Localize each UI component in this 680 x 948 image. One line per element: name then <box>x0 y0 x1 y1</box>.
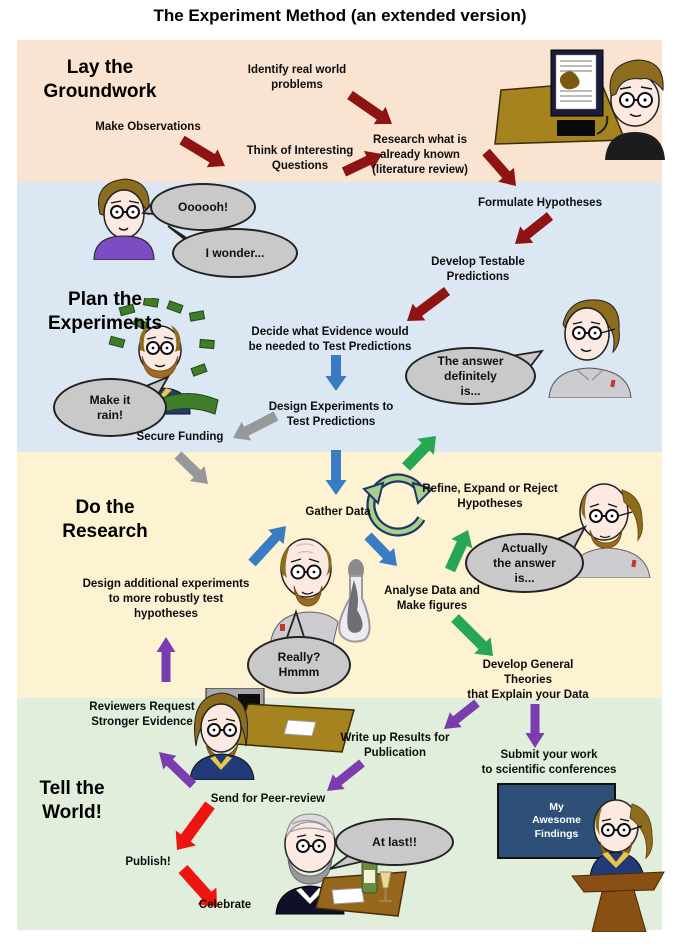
ink-splat <box>559 71 580 90</box>
speech-bubble-actually-answer: Actually the answer is... <box>465 533 584 593</box>
bottle-label <box>364 870 375 883</box>
step-secure-funding: Secure Funding <box>136 431 224 443</box>
papers <box>331 887 365 905</box>
podium-top <box>571 871 665 893</box>
step-analyse-data: Analyse Data and Make figures <box>384 585 480 612</box>
step-research-known: Research what is already known (literatu… <box>372 134 468 176</box>
celebration-scene <box>275 813 407 917</box>
purple-shirt <box>93 235 155 260</box>
step-gather-data: Gather Data <box>305 506 371 518</box>
speech-bubble-answer-definitely: The answer definitely is... <box>405 347 536 405</box>
stubborn-scientist <box>567 483 651 578</box>
beard <box>293 585 323 607</box>
reader-shirt <box>605 132 665 160</box>
step-peer-review: Send for Peer-review <box>210 793 326 805</box>
hair-right <box>324 546 332 576</box>
speech-bubble-really-hmmm: Really? Hmmm <box>247 636 351 694</box>
step-decide-evidence: Decide what Evidence would be needed to … <box>248 326 412 353</box>
section-label-tell: Tell the World! <box>39 778 105 823</box>
beard <box>589 529 623 549</box>
step-submit-conferences: Submit your work to scientific conferenc… <box>481 749 617 776</box>
speech-bubble-at-last: At last!! <box>335 818 454 866</box>
pocket-badge <box>280 624 285 631</box>
step-publish: Publish! <box>125 856 171 868</box>
step-testable-predictions: Develop Testable Predictions <box>431 256 525 283</box>
hair-left <box>139 325 149 352</box>
keyboard <box>557 120 595 136</box>
step-design-experiments: Design Experiments to Test Predictions <box>268 401 394 428</box>
pocket-pen <box>610 379 616 388</box>
champagne-flute <box>379 871 392 889</box>
step-refine-hypotheses: Refine, Expand or Reject Hypotheses <box>422 483 558 510</box>
conference-presenter <box>571 799 665 932</box>
pocket-pen <box>631 559 637 568</box>
step-celebrate: Celebrate <box>198 899 252 911</box>
reading-at-computer-scene <box>494 49 665 160</box>
lab-scientist-with-flask <box>269 538 371 648</box>
curious-student <box>93 178 155 260</box>
hair-right <box>171 325 181 352</box>
overconfident-scientist <box>548 299 632 398</box>
sweater-collar <box>296 888 324 904</box>
peer-review-desk-scene <box>189 688 355 780</box>
money-pile <box>161 393 219 415</box>
section-label-research: Do the Research <box>62 497 148 542</box>
page-title: The Experiment Method (an extended versi… <box>153 6 527 25</box>
hair-left <box>581 492 588 520</box>
step-think-questions: Think of Interesting Questions <box>246 145 354 172</box>
section-label-plan: Plan the Experiments <box>47 289 163 334</box>
hair-right <box>629 803 653 860</box>
speech-bubble-make-it-rain: Make it rain! <box>53 378 167 437</box>
step-additional-experiments: Design additional experiments to more ro… <box>82 578 250 620</box>
sweater-collar <box>602 852 630 868</box>
hair-left <box>595 808 602 836</box>
step-formulate-hypotheses: Formulate Hypotheses <box>478 197 602 209</box>
manuscript-paper <box>283 719 317 737</box>
speech-bubble-i-wonder: I wonder... <box>172 228 298 278</box>
flask-contents <box>347 580 363 633</box>
reader-hair <box>609 59 664 97</box>
hair-right <box>621 489 643 542</box>
gray-hair <box>285 813 335 839</box>
step-reviewers-request: Reviewers Request Stronger Evidence <box>89 701 195 728</box>
section-label-groundwork: Lay the Groundwork <box>43 57 157 102</box>
falling-money <box>108 298 215 377</box>
step-general-theories: Develop General Theories that Explain yo… <box>467 659 589 701</box>
head <box>579 483 629 541</box>
podium-base <box>591 889 647 932</box>
speech-bubble-oooooh: Oooooh! <box>150 183 256 231</box>
head <box>200 703 242 753</box>
sweater-collar <box>210 756 232 770</box>
step-write-up: Write up Results for Publication <box>340 732 450 759</box>
step-make-observations: Make Observations <box>95 121 201 133</box>
gray-jacket <box>548 367 632 398</box>
step-identify-problems: Identify real world problems <box>247 64 347 91</box>
